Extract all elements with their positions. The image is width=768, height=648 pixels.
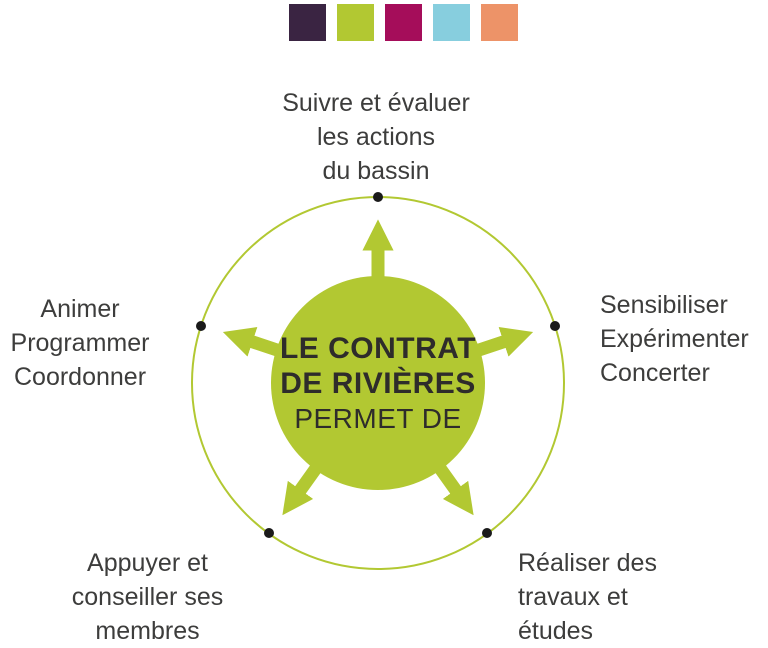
palette-swatch-dark-purple xyxy=(289,4,326,41)
node-dot-left xyxy=(196,321,206,331)
palette-swatch-orange xyxy=(481,4,518,41)
node-label-bottom-left: Appuyer et conseiller ses membres xyxy=(71,549,224,645)
hub-line-3: PERMET DE xyxy=(294,403,462,434)
hub-line-1: LE CONTRAT xyxy=(279,332,477,365)
palette-swatch-green xyxy=(337,4,374,41)
arrow-left xyxy=(222,327,286,359)
node-label-top: Suivre et évaluer les actions du bassin xyxy=(282,89,470,185)
node-dot-bottom-right xyxy=(482,528,492,538)
node-label-left: Animer Programmer Coordonner xyxy=(10,295,150,391)
node-dot-bottom-left xyxy=(264,528,274,538)
arrow-right xyxy=(470,327,534,359)
arrow-bottom-right xyxy=(431,460,474,516)
node-label-right: Sensibiliser Expérimenter Concerter xyxy=(600,291,749,387)
node-dot-right xyxy=(550,321,560,331)
hub-line-2: DE RIVIÈRES xyxy=(280,367,476,400)
arrow-bottom-left xyxy=(282,460,325,516)
color-palette xyxy=(289,4,518,41)
palette-swatch-light-blue xyxy=(433,4,470,41)
palette-swatch-magenta xyxy=(385,4,422,41)
hub-text: LE CONTRAT DE RIVIÈRES PERMET DE xyxy=(253,331,503,436)
node-dot-top xyxy=(373,192,383,202)
node-label-bottom-right: Réaliser des travaux et études xyxy=(518,549,657,645)
hub-circle xyxy=(271,276,485,490)
